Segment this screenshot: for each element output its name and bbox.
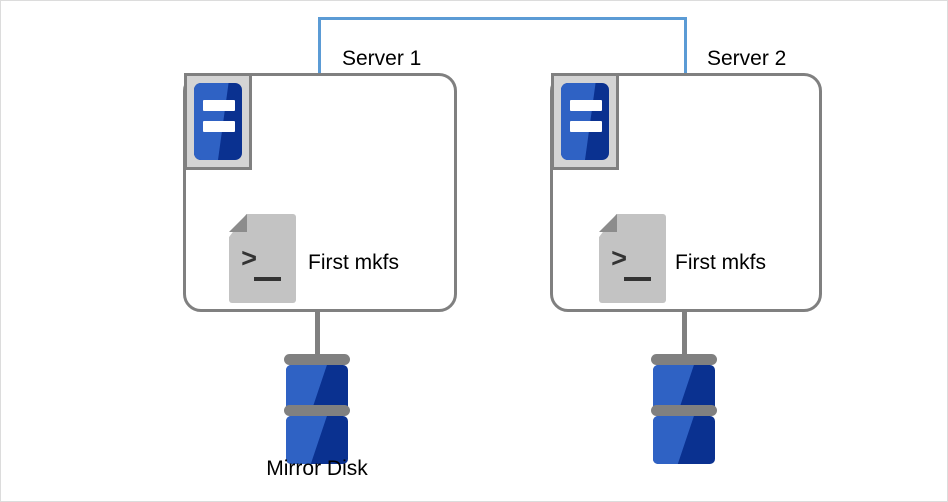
mirror-disk-label: Mirror Disk [266, 457, 368, 480]
server-1-task-label: First mkfs [308, 251, 399, 274]
server-2-disk-connector [682, 311, 687, 359]
disk-bar-top [284, 354, 350, 365]
prompt-caret-icon: > [611, 246, 628, 276]
disk-platter-lower [286, 416, 348, 464]
server-slot-bar-2 [203, 121, 235, 132]
disk-bar-middle [284, 405, 350, 416]
prompt-cursor-icon [624, 277, 651, 281]
server-chassis [194, 83, 242, 160]
document-fold-corner [229, 214, 247, 232]
server-2-disk-stack [651, 354, 717, 464]
interconnect-top-segment [318, 17, 687, 20]
disk-bar-middle [651, 405, 717, 416]
server-1-disk-stack [284, 354, 350, 464]
server-chassis [561, 83, 609, 160]
server-rack-icon [184, 73, 252, 170]
prompt-caret-icon: > [241, 246, 258, 276]
terminal-script-icon: > [599, 214, 666, 303]
interconnect-right-segment [684, 17, 687, 74]
server-rack-icon [551, 73, 619, 170]
disk-bar-top [651, 354, 717, 365]
server-2-task-label: First mkfs [675, 251, 766, 274]
interconnect-left-segment [318, 17, 321, 74]
document-fold-corner [599, 214, 617, 232]
server-1-disk-connector [315, 311, 320, 359]
server-slot-bar-1 [203, 100, 235, 111]
terminal-script-icon: > [229, 214, 296, 303]
prompt-cursor-icon [254, 277, 281, 281]
disk-platter-lower [653, 416, 715, 464]
server-slot-bar-1 [570, 100, 602, 111]
server-2-label: Server 2 [707, 47, 787, 70]
server-slot-bar-2 [570, 121, 602, 132]
server-1-label: Server 1 [342, 47, 422, 70]
